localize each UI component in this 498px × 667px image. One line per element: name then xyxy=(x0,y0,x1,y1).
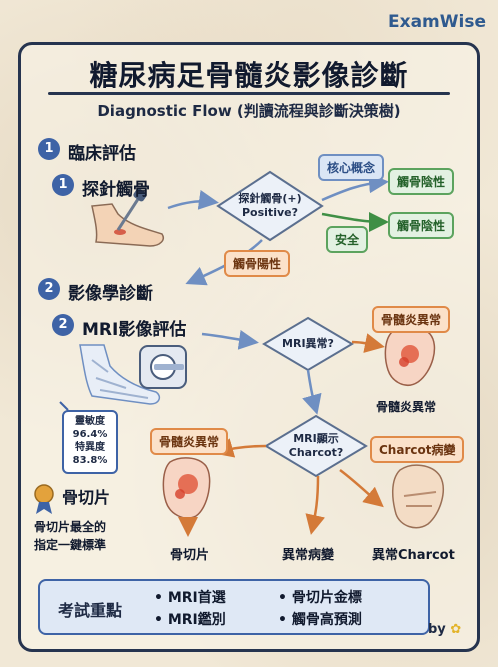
outcome-negative-1: 觸骨陰性 xyxy=(388,168,455,195)
tag-probe-positive: 觸骨陽性 xyxy=(224,250,291,277)
decision-1-line1: 探針觸骨(+) xyxy=(238,192,302,205)
decision-2: MRI異常? xyxy=(264,318,352,370)
title-underline xyxy=(48,92,450,95)
foot-probe-illustration xyxy=(91,188,164,247)
byline: by ✿ xyxy=(428,622,461,637)
step-number-1: 1 xyxy=(52,174,74,196)
decision-2-line1: MRI異常? xyxy=(282,337,334,350)
step-label-probe: 探針觸骨 xyxy=(82,180,150,200)
decision-3-line1: MRI顯示 xyxy=(293,432,339,445)
outcome-negative-2: 觸骨陰性 xyxy=(388,212,455,239)
section-number-2: 2 xyxy=(38,278,60,300)
exam-key-points: 考試重點 • MRI首選 • 骨切片金標 • MRI鑑別 • 觸骨高預測 xyxy=(38,579,430,635)
osteomyelitis-bone-illustration-right xyxy=(384,326,436,386)
charcot-joint-illustration xyxy=(392,464,444,529)
arrow-to-negative-2 xyxy=(321,211,389,232)
mri-machine-icon xyxy=(139,345,187,389)
decision-3-line2: Charcot? xyxy=(288,446,344,459)
arrow-mri-to-charcot-decision xyxy=(302,369,322,415)
key-point-1: • MRI首選 xyxy=(154,590,226,606)
section-number-1: 1 xyxy=(38,138,60,160)
bottom-label-charcot: 異常Charcot xyxy=(372,548,455,563)
biopsy-desc-line1: 骨切片最全的 xyxy=(34,520,107,534)
decision-1-line2: Positive? xyxy=(242,206,298,219)
tag-osteomyelitis-left: 骨髓炎異常 xyxy=(150,428,229,455)
specificity-label: 特異度 xyxy=(75,442,105,453)
arrow-probe-to-decision xyxy=(167,189,219,210)
decision-diamond-3 xyxy=(264,414,368,478)
foot-xray-illustration xyxy=(59,344,161,411)
key-point-2: • 骨切片金標 xyxy=(278,590,362,606)
arrow-to-negative-1 xyxy=(321,173,389,202)
bottom-label-biopsy: 骨切片 xyxy=(170,548,210,563)
caption-osteomyelitis-right: 骨髓炎異常 xyxy=(376,400,437,414)
diagnostic-stats-box: 靈敏度 96.4% 特異度 83.8% xyxy=(62,410,118,474)
tag-osteomyelitis-right: 骨髓炎異常 xyxy=(372,306,451,333)
sensitivity-value: 96.4% xyxy=(72,429,108,440)
arrow-to-abnormal xyxy=(305,475,326,535)
section-label-imaging: 影像學診斷 xyxy=(68,284,153,304)
arrow-to-charcot xyxy=(339,469,384,508)
decision-1: 探針觸骨(+) Positive? xyxy=(218,172,322,240)
specificity-value: 83.8% xyxy=(72,455,108,466)
biopsy-title: 骨切片 xyxy=(62,488,111,507)
brand-logo: ExamWise xyxy=(388,12,486,32)
biopsy-desc-line2: 指定一鍵標準 xyxy=(34,538,107,552)
step-number-2: 2 xyxy=(52,314,74,336)
arrow-to-osteomyelitis xyxy=(351,333,385,353)
banana-icon: ✿ xyxy=(450,622,462,637)
decision-diamond-1 xyxy=(216,170,324,242)
arrow-mri-to-decision xyxy=(201,329,259,350)
tag-core-concept: 核心概念 xyxy=(318,154,385,181)
key-point-3: • MRI鑑別 xyxy=(154,612,226,628)
award-ribbon-icon xyxy=(34,484,54,514)
page-subtitle: Diagnostic Flow (判讀流程與診斷決策樹) xyxy=(97,102,401,120)
key-point-4: • 觸骨高預測 xyxy=(278,612,362,628)
byline-text: by xyxy=(428,622,446,637)
section-label-clinical: 臨床評估 xyxy=(68,144,136,164)
tag-charcot: Charcot病變 xyxy=(370,436,465,463)
decision-3: MRI顯示 Charcot? xyxy=(266,416,366,476)
page-title: 糖尿病足骨髓炎影像診斷 xyxy=(89,59,409,92)
step-label-mri: MRI影像評估 xyxy=(82,320,187,340)
footer-title: 考試重點 xyxy=(58,601,123,620)
bottom-label-abnormal: 異常病變 xyxy=(282,548,335,563)
osteomyelitis-bone-illustration-left xyxy=(162,457,211,519)
tag-safe: 安全 xyxy=(326,226,369,253)
sensitivity-label: 靈敏度 xyxy=(75,416,105,427)
